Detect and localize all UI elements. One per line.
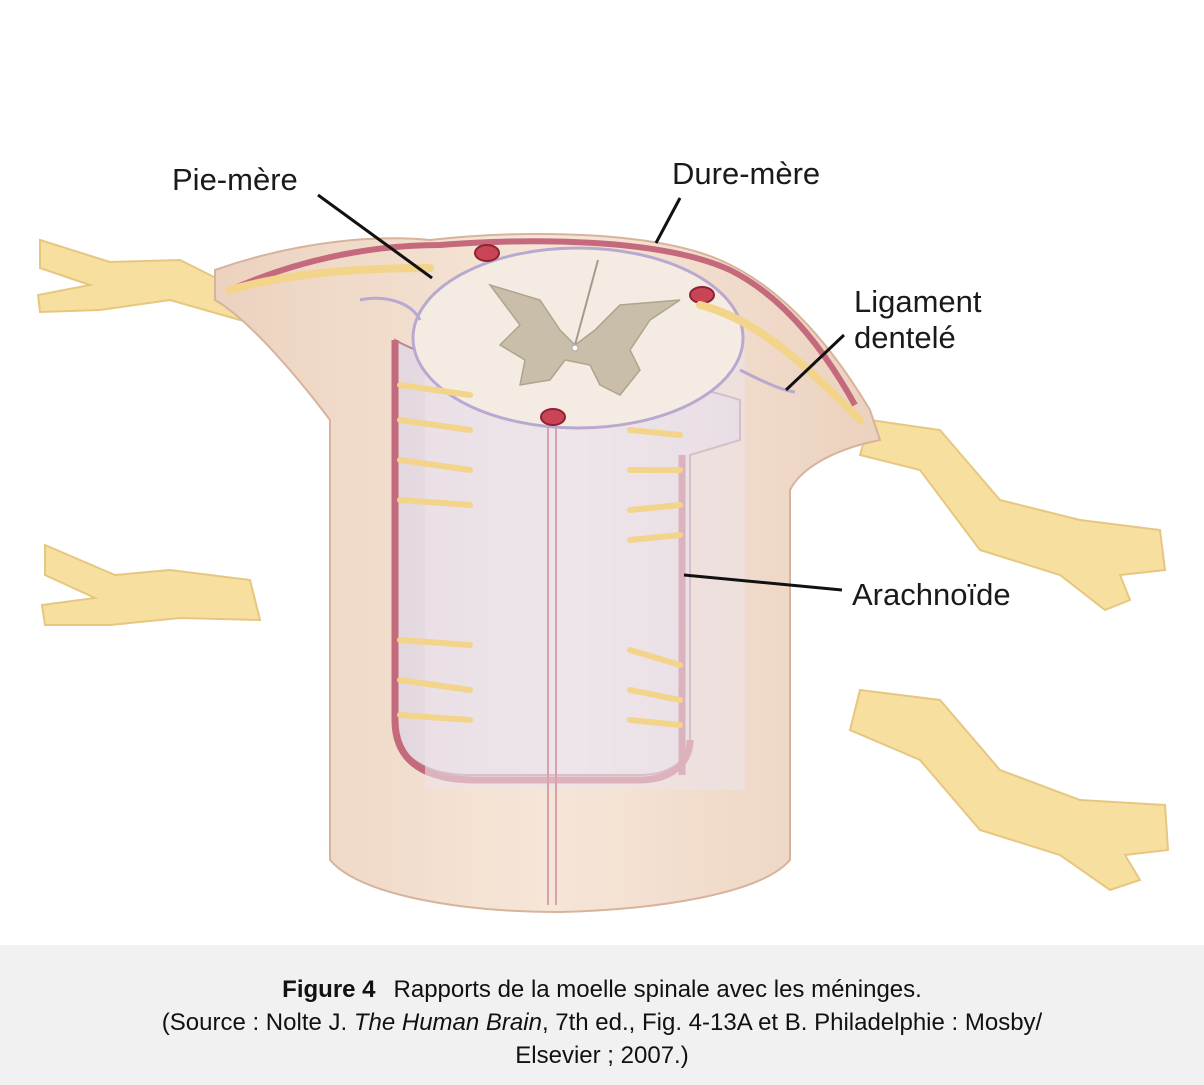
vessel-bottom: [540, 408, 566, 426]
figure-title: Rapports de la moelle spinale avec les m…: [393, 976, 922, 1003]
central-canal: [571, 344, 579, 352]
dura-top-outline: [228, 238, 858, 407]
leader-arachnoide: [683, 573, 843, 592]
cord-outline: [411, 246, 745, 430]
label-arachnoide: Arachnoïde: [852, 577, 1011, 612]
nerve-rootlets: [226, 264, 864, 728]
left-lower-nerve: [40, 543, 262, 626]
figure-caption: Figure 4 Rapports de la moelle spinale av…: [0, 945, 1204, 1085]
leader-lines: [317, 193, 846, 592]
anterior-spinal-artery: [547, 420, 557, 905]
label-ligament-line2: dentelé: [854, 320, 956, 355]
figure-number: Figure 4: [282, 976, 376, 1003]
label-dure-mere: Dure-mère: [672, 156, 821, 191]
left-upper-nerve: [36, 238, 241, 322]
left-nerve-roots: [36, 238, 262, 626]
caption-line2: (Source : Nolte J. The Human Brain, 7th …: [0, 1006, 1204, 1039]
cord-cross-section: [359, 244, 796, 430]
label-pie-mere: Pie-mère: [172, 162, 298, 197]
right-nerve-roots: [848, 418, 1170, 892]
caption-line1: Figure 4 Rapports de la moelle spinale av…: [0, 973, 1204, 1006]
leader-pie-mere: [317, 193, 433, 280]
label-ligament-line1: Ligament: [854, 284, 982, 319]
source-prefix: (Source : Nolte J.: [161, 1009, 354, 1036]
spinal-cord-meninges-illustration: [36, 193, 1170, 914]
posterior-median-sulcus: [574, 259, 599, 346]
caption-line3: Elsevier ; 2007.): [515, 1042, 689, 1069]
blood-vessels: [474, 244, 715, 426]
grey-matter: [488, 283, 681, 396]
leader-dure-mere: [654, 197, 682, 244]
source-book-title: The Human Brain: [353, 1009, 542, 1036]
right-upper-nerve: [858, 418, 1167, 612]
label-ligament-dentele: Ligament dentelé: [854, 284, 982, 356]
right-lower-nerve: [848, 688, 1170, 892]
denticulate-ligament: [359, 296, 796, 394]
vessel-top: [474, 244, 500, 262]
source-suffix: , 7th ed., Fig. 4-13A et B. Philadelphie…: [541, 1009, 1043, 1036]
vessel-right: [689, 286, 715, 304]
leader-ligament: [784, 333, 846, 392]
